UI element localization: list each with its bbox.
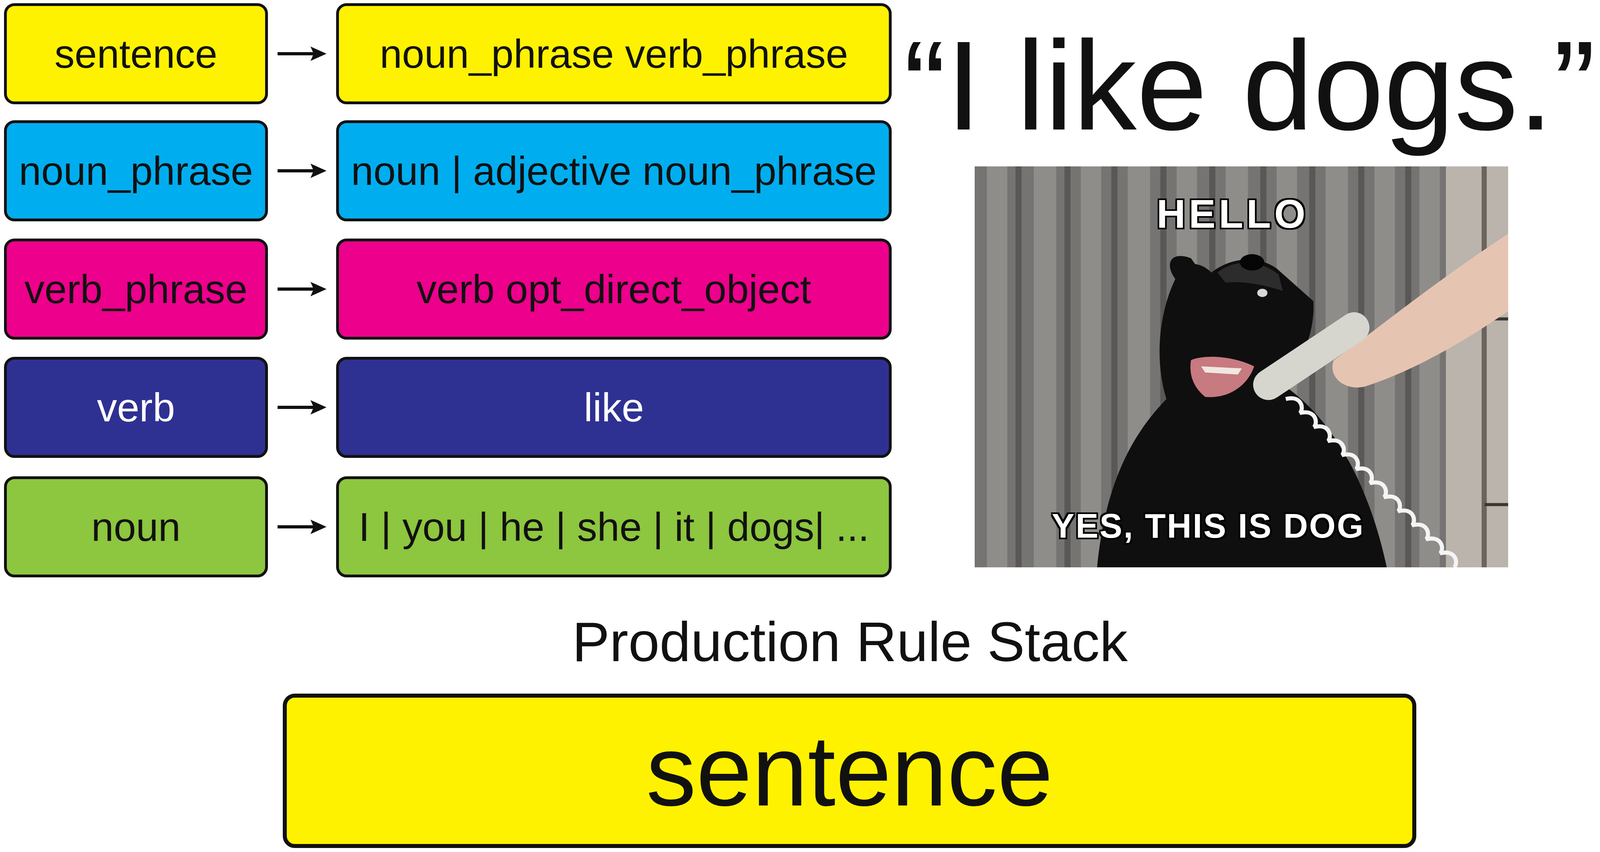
- node-text: verb: [97, 384, 176, 431]
- rule-body-box: like: [336, 356, 892, 459]
- node-text: sentence: [54, 30, 218, 78]
- rule-arrow: [277, 287, 316, 291]
- stack-box: sentence: [282, 693, 1417, 849]
- node-text: I | you | he | she | it | dogs| ...: [358, 504, 870, 551]
- stack-heading: Production Rule Stack: [571, 614, 1128, 671]
- dog-mouth: [1190, 356, 1255, 398]
- rule-body-box: I | you | he | she | it | dogs| ...: [336, 476, 892, 578]
- node-text: verb_phrase: [24, 266, 248, 313]
- rule-body-box: noun_phrase verb_phrase: [336, 3, 892, 105]
- node-text: noun | adjective noun_phrase: [350, 148, 877, 195]
- node-text: verb opt_direct_object: [416, 266, 812, 313]
- wall: [1445, 166, 1509, 568]
- door-frame: [1481, 166, 1487, 568]
- arm: [1332, 233, 1509, 388]
- rule-body-box: noun | adjective noun_phrase: [336, 120, 892, 222]
- rule-arrow: [277, 52, 316, 56]
- node-text: like: [583, 384, 644, 431]
- rule-arrow: [277, 525, 316, 529]
- phone-handset: [1268, 327, 1355, 385]
- node-text: noun_phrase: [18, 148, 254, 195]
- node-text: noun_phrase verb_phrase: [379, 30, 849, 78]
- dog-nose: [1239, 254, 1265, 271]
- node-text: sentence: [646, 713, 1054, 830]
- quote-text: “I like dogs.”: [903, 22, 1596, 150]
- rule-arrow: [277, 405, 316, 410]
- rule-head-box: sentence: [4, 3, 268, 105]
- rule-head-box: verb: [4, 356, 268, 459]
- dog-eye: [1257, 288, 1268, 297]
- rule-head-box: noun: [4, 476, 268, 578]
- dog-teeth: [1201, 366, 1243, 375]
- photo-background: [974, 166, 1509, 568]
- meme-caption: HELLO: [1156, 193, 1309, 234]
- rule-head-box: verb_phrase: [4, 238, 268, 340]
- dog-ear: [1170, 256, 1202, 281]
- rule-body-box: verb opt_direct_object: [336, 238, 892, 340]
- meme-caption: YES, THIS IS DOG: [1051, 508, 1365, 544]
- rule-head-box: noun_phrase: [4, 120, 268, 222]
- door-hinge: [1484, 503, 1509, 507]
- node-text: noun: [91, 504, 181, 551]
- rule-arrow: [277, 169, 316, 173]
